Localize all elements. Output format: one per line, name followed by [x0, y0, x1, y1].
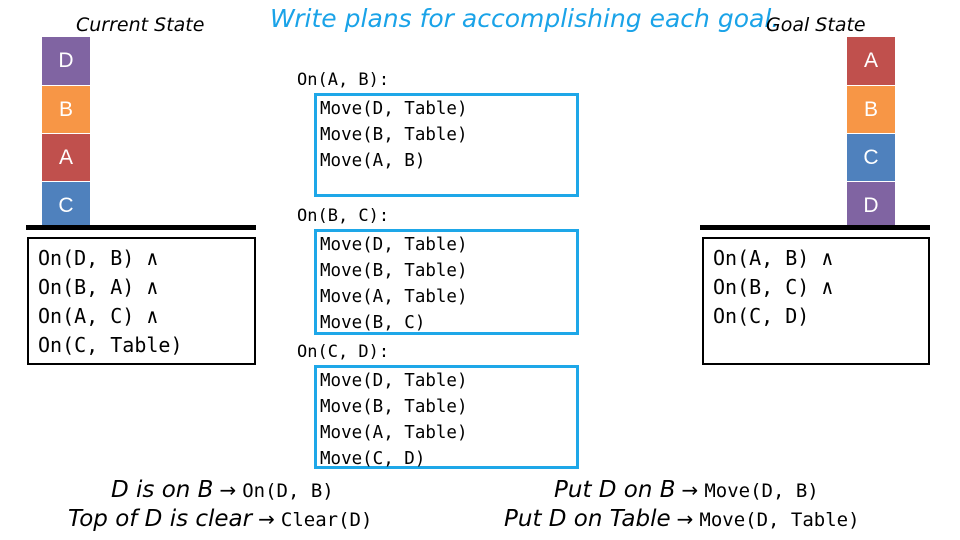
- plan-step: Move(B, C): [320, 313, 426, 333]
- note-1: D is on B → On(D, B): [111, 477, 334, 503]
- right-arrow-icon: →: [676, 507, 694, 531]
- note-text: Top of D is clear: [68, 506, 253, 532]
- plan-goal-label: On(C, D):: [297, 342, 390, 362]
- plan-step: Move(D, Table): [320, 99, 468, 119]
- current-block-2: B: [42, 85, 90, 133]
- goal-block-4: D: [847, 181, 895, 229]
- plan-step: Move(A, B): [320, 151, 426, 171]
- current-condition: On(C, Table): [38, 333, 183, 357]
- plan-box-1: Move(D, Table) Move(B, Table) Move(A, B): [314, 93, 579, 197]
- goal-block-1: A: [847, 37, 895, 85]
- plan-step: Move(D, Table): [320, 235, 468, 255]
- note-code: Move(D, B): [704, 480, 819, 502]
- current-table-surface: [26, 225, 256, 230]
- right-arrow-icon: →: [219, 478, 237, 502]
- current-block-3: A: [42, 133, 90, 181]
- plan-step: Move(B, Table): [320, 397, 468, 417]
- note-code: Move(D, Table): [699, 509, 860, 531]
- goal-table-surface: [700, 225, 930, 230]
- goal-condition: On(A, B) ∧: [713, 246, 834, 270]
- note-code: On(D, B): [242, 480, 334, 502]
- plan-step: Move(B, Table): [320, 261, 468, 281]
- right-arrow-icon: →: [681, 478, 699, 502]
- slide-title: Write plans for accomplishing each goal.: [270, 4, 780, 33]
- note-3: Put D on B → Move(D, B): [554, 477, 819, 503]
- plan-step: Move(A, Table): [320, 423, 468, 443]
- current-block-stack: D B A C: [42, 37, 90, 229]
- current-block-1: D: [42, 37, 90, 85]
- plan-step: Move(D, Table): [320, 371, 468, 391]
- plan-step: Move(A, Table): [320, 287, 468, 307]
- current-conditions-box: On(D, B) ∧ On(B, A) ∧ On(A, C) ∧ On(C, T…: [27, 237, 256, 365]
- right-arrow-icon: →: [258, 507, 275, 531]
- goal-conditions-box: On(A, B) ∧ On(B, C) ∧ On(C, D): [702, 237, 930, 365]
- goal-block-stack: A B C D: [847, 37, 895, 229]
- plan-goal-label: On(A, B):: [297, 70, 390, 90]
- plan-box-3: Move(D, Table) Move(B, Table) Move(A, Ta…: [314, 365, 579, 469]
- current-block-4: C: [42, 181, 90, 229]
- current-condition: On(D, B) ∧: [38, 246, 159, 270]
- goal-state-label: Goal State: [766, 14, 866, 36]
- plan-goal-label: On(B, C):: [297, 206, 390, 226]
- goal-block-2: B: [847, 85, 895, 133]
- plan-step: Move(C, D): [320, 449, 426, 469]
- note-text: D is on B: [111, 477, 214, 503]
- note-code: Clear(D): [280, 509, 373, 531]
- plan-box-2: Move(D, Table) Move(B, Table) Move(A, Ta…: [314, 229, 579, 335]
- current-condition: On(A, C) ∧: [38, 304, 159, 328]
- note-text: Put D on B: [554, 477, 676, 503]
- goal-condition: On(B, C) ∧: [713, 275, 834, 299]
- plan-step: Move(B, Table): [320, 125, 468, 145]
- note-text: Put D on Table: [504, 506, 671, 532]
- current-state-label: Current State: [76, 14, 205, 36]
- goal-block-3: C: [847, 133, 895, 181]
- goal-condition: On(C, D): [713, 304, 810, 328]
- note-4: Put D on Table → Move(D, Table): [504, 506, 860, 532]
- note-2: Top of D is clear → Clear(D): [68, 506, 372, 532]
- current-condition: On(B, A) ∧: [38, 275, 159, 299]
